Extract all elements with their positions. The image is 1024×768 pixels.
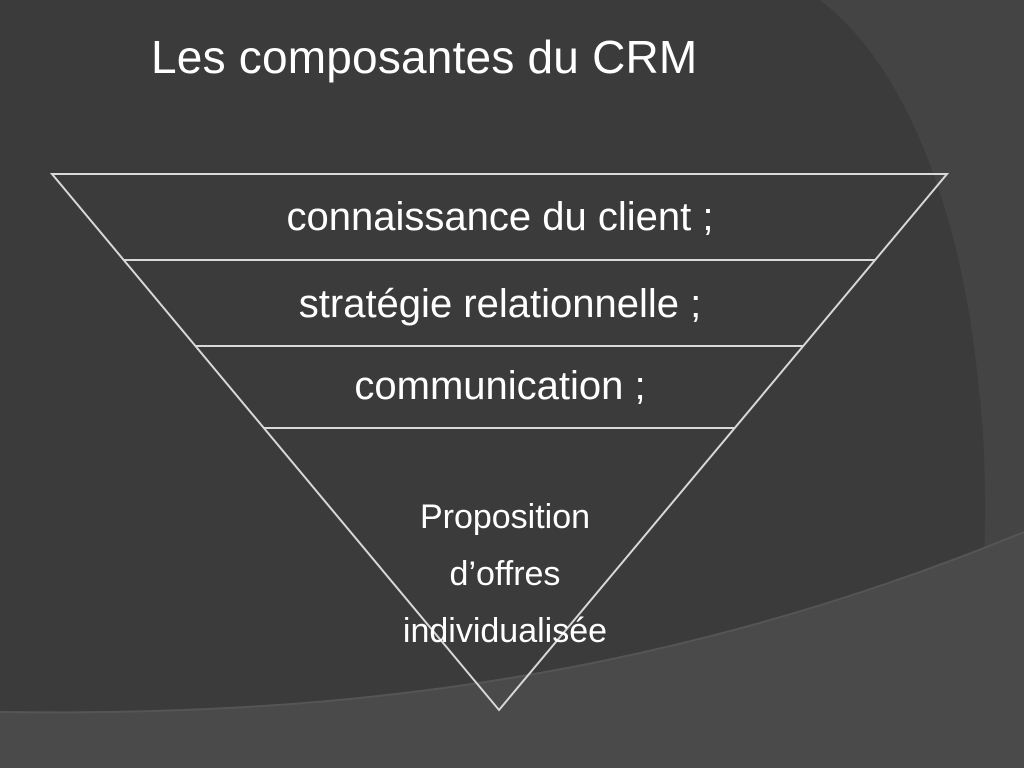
funnel-level-2-label: stratégie relationnelle ;	[298, 282, 702, 326]
funnel-outline	[49, 173, 950, 712]
background-band	[0, 532, 1024, 768]
slide-title: Les composantes du CRM	[151, 31, 698, 83]
funnel-level-3-label: communication ;	[354, 364, 646, 408]
background-arc	[820, 0, 1024, 768]
funnel-tip-line-1: Proposition	[419, 498, 591, 536]
funnel-tip-label: Proposition d’offres individualisée	[0, 489, 1010, 660]
funnel-tip-line-2: d’offres	[449, 555, 561, 593]
funnel-level-1-label: connaissance du client ;	[286, 195, 714, 239]
funnel-tip-line-3: individualisée	[402, 612, 608, 650]
